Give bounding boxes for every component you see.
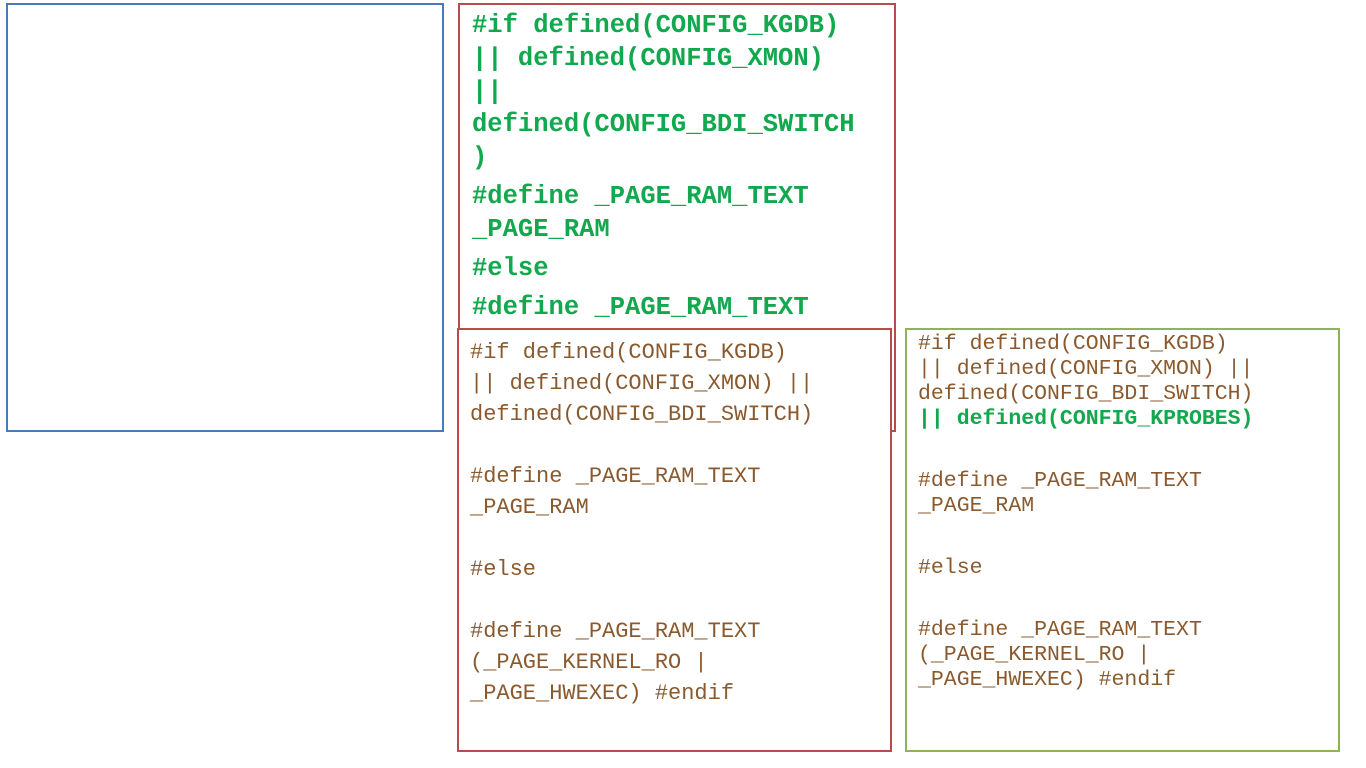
code-line: || defined(CONFIG_XMON): [472, 44, 824, 73]
code-line: #define _PAGE_RAM_TEXT: [472, 182, 809, 211]
code-line: #define _PAGE_RAM_TEXT: [918, 469, 1202, 493]
code-line: _PAGE_HWEXEC) #endif: [918, 668, 1177, 692]
code-line: #define _PAGE_RAM_TEXT: [918, 618, 1202, 642]
code-line: || defined(CONFIG_XMON) ||: [918, 357, 1254, 381]
added-code-line: || defined(CONFIG_KPROBES): [918, 407, 1254, 431]
code-line: #else: [470, 557, 537, 582]
code-line: (_PAGE_KERNEL_RO |: [918, 643, 1151, 667]
modified-code-panel: #if defined(CONFIG_KGDB) || defined(CONF…: [905, 328, 1340, 752]
code-line: #if defined(CONFIG_KGDB): [472, 11, 840, 40]
original-code-panel: #if defined(CONFIG_KGDB) || defined(CONF…: [457, 328, 892, 752]
code-line: #define _PAGE_RAM_TEXT: [470, 619, 761, 644]
code-line: _PAGE_RAM: [470, 495, 589, 520]
code-line: _PAGE_HWEXEC) #endif: [470, 681, 735, 706]
code-line: defined(CONFIG_BDI_SWITCH: [472, 110, 855, 139]
code-line: #else: [918, 556, 983, 580]
code-line: defined(CONFIG_BDI_SWITCH): [918, 382, 1254, 406]
code-line: #define _PAGE_RAM_TEXT: [472, 293, 809, 322]
code-line: (_PAGE_KERNEL_RO |: [470, 650, 708, 675]
code-line: _PAGE_RAM: [472, 215, 610, 244]
code-line: _PAGE_RAM: [918, 494, 1035, 518]
code-line: defined(CONFIG_BDI_SWITCH): [470, 402, 814, 427]
highlighted-code-block: #if defined(CONFIG_KGDB) || defined(CONF…: [472, 9, 855, 324]
code-line: || defined(CONFIG_XMON) ||: [470, 371, 814, 396]
code-line: #define _PAGE_RAM_TEXT: [470, 464, 761, 489]
modified-code-block: #if defined(CONFIG_KGDB) || defined(CONF…: [918, 332, 1253, 693]
blank-panel: [6, 3, 444, 432]
code-line: #if defined(CONFIG_KGDB): [470, 340, 787, 365]
code-line: ): [472, 143, 488, 172]
original-code-block: #if defined(CONFIG_KGDB) || defined(CONF…: [470, 337, 813, 709]
code-line: #if defined(CONFIG_KGDB): [918, 332, 1228, 356]
code-line: ||: [472, 77, 503, 106]
code-line: #else: [472, 254, 549, 283]
